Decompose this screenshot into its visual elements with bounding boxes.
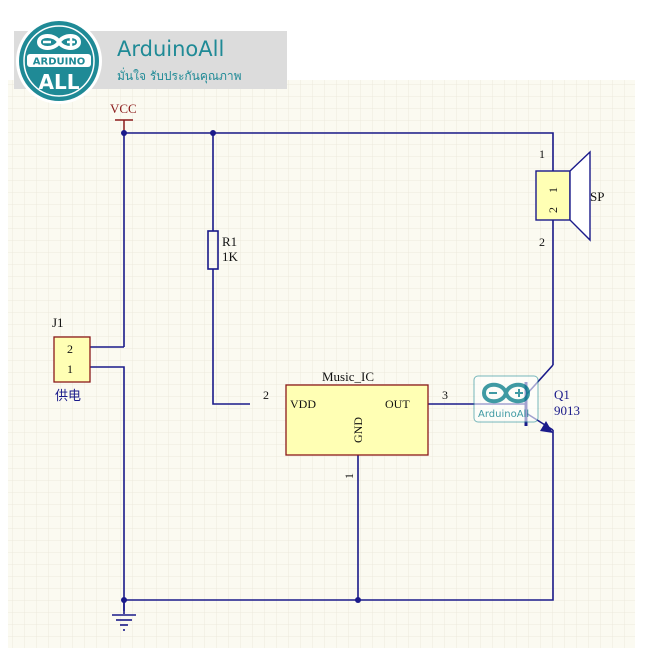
ic-pin-gnd: GND bbox=[351, 417, 365, 443]
connector-ref: J1 bbox=[52, 315, 64, 330]
speaker-body-pin-a: 2 bbox=[546, 207, 560, 213]
wire-j1-pin1 bbox=[90, 366, 125, 611]
infinity-icon bbox=[36, 34, 82, 50]
ic-pin-vdd-number: 2 bbox=[263, 388, 269, 402]
speaker-sp: 1 2 2 1 SP bbox=[535, 147, 604, 249]
connector-pin-top: 2 bbox=[67, 342, 73, 356]
arduinoall-logo: ARDUINO ALL bbox=[16, 18, 102, 104]
speaker-cone bbox=[569, 150, 591, 242]
arduinoall-watermark: ArduinoAll bbox=[473, 375, 539, 423]
resistor-ref: R1 bbox=[222, 234, 237, 249]
connector-j1: J1 2 1 供电 bbox=[52, 315, 91, 404]
music-ic: Music_IC VDD OUT GND 2 3 1 bbox=[263, 369, 448, 479]
vcc-symbol: VCC bbox=[110, 101, 137, 133]
resistor-r1: R1 1K bbox=[207, 230, 239, 270]
infinity-icon bbox=[481, 382, 531, 404]
wire-r1-bottom bbox=[212, 269, 250, 405]
junction-dot bbox=[121, 597, 127, 603]
ic-name: Music_IC bbox=[322, 369, 374, 384]
ic-pin-gnd-number: 1 bbox=[342, 473, 356, 479]
logo-top-text: ARDUINO bbox=[33, 57, 85, 68]
junction-dot bbox=[121, 130, 127, 136]
ic-pin-out: OUT bbox=[385, 397, 410, 411]
brand-title: ArduinoAll bbox=[117, 37, 225, 61]
resistor-value: 1K bbox=[222, 249, 239, 264]
brand-tagline: มั่นใจ รับประกันคุณภาพ bbox=[117, 69, 242, 83]
speaker-body-pin-b: 1 bbox=[546, 187, 560, 193]
speaker-ref: SP bbox=[590, 189, 604, 204]
connector-pin-bottom: 1 bbox=[67, 362, 73, 376]
junction-dot bbox=[210, 130, 216, 136]
ic-body bbox=[285, 384, 429, 456]
speaker-body bbox=[535, 170, 571, 221]
logo-bottom-text: ALL bbox=[39, 70, 80, 94]
junction-dot bbox=[355, 597, 361, 603]
transistor-ref: Q1 bbox=[554, 387, 570, 402]
connector-body bbox=[53, 336, 91, 383]
junctions bbox=[121, 130, 361, 603]
vcc-label: VCC bbox=[110, 101, 137, 116]
speaker-pin-bottom: 2 bbox=[539, 235, 545, 249]
brand-banner: ARDUINO ALL ArduinoAll มั่นใจ รับประกันค… bbox=[14, 18, 287, 104]
watermark-text: ArduinoAll bbox=[478, 409, 529, 420]
transistor-part: 9013 bbox=[554, 403, 580, 418]
ic-pin-vdd: VDD bbox=[290, 397, 316, 411]
wire-emitter-ground bbox=[124, 430, 554, 601]
resistor-body bbox=[207, 230, 219, 270]
transistor-emitter-arrow bbox=[540, 421, 553, 433]
ic-pin-out-number: 3 bbox=[442, 388, 448, 402]
wire-vcc-top bbox=[124, 132, 554, 160]
ground-symbol bbox=[112, 614, 136, 631]
connector-label: 供电 bbox=[55, 389, 81, 404]
speaker-pin-top: 1 bbox=[539, 147, 545, 161]
schematic-grid bbox=[8, 80, 635, 648]
